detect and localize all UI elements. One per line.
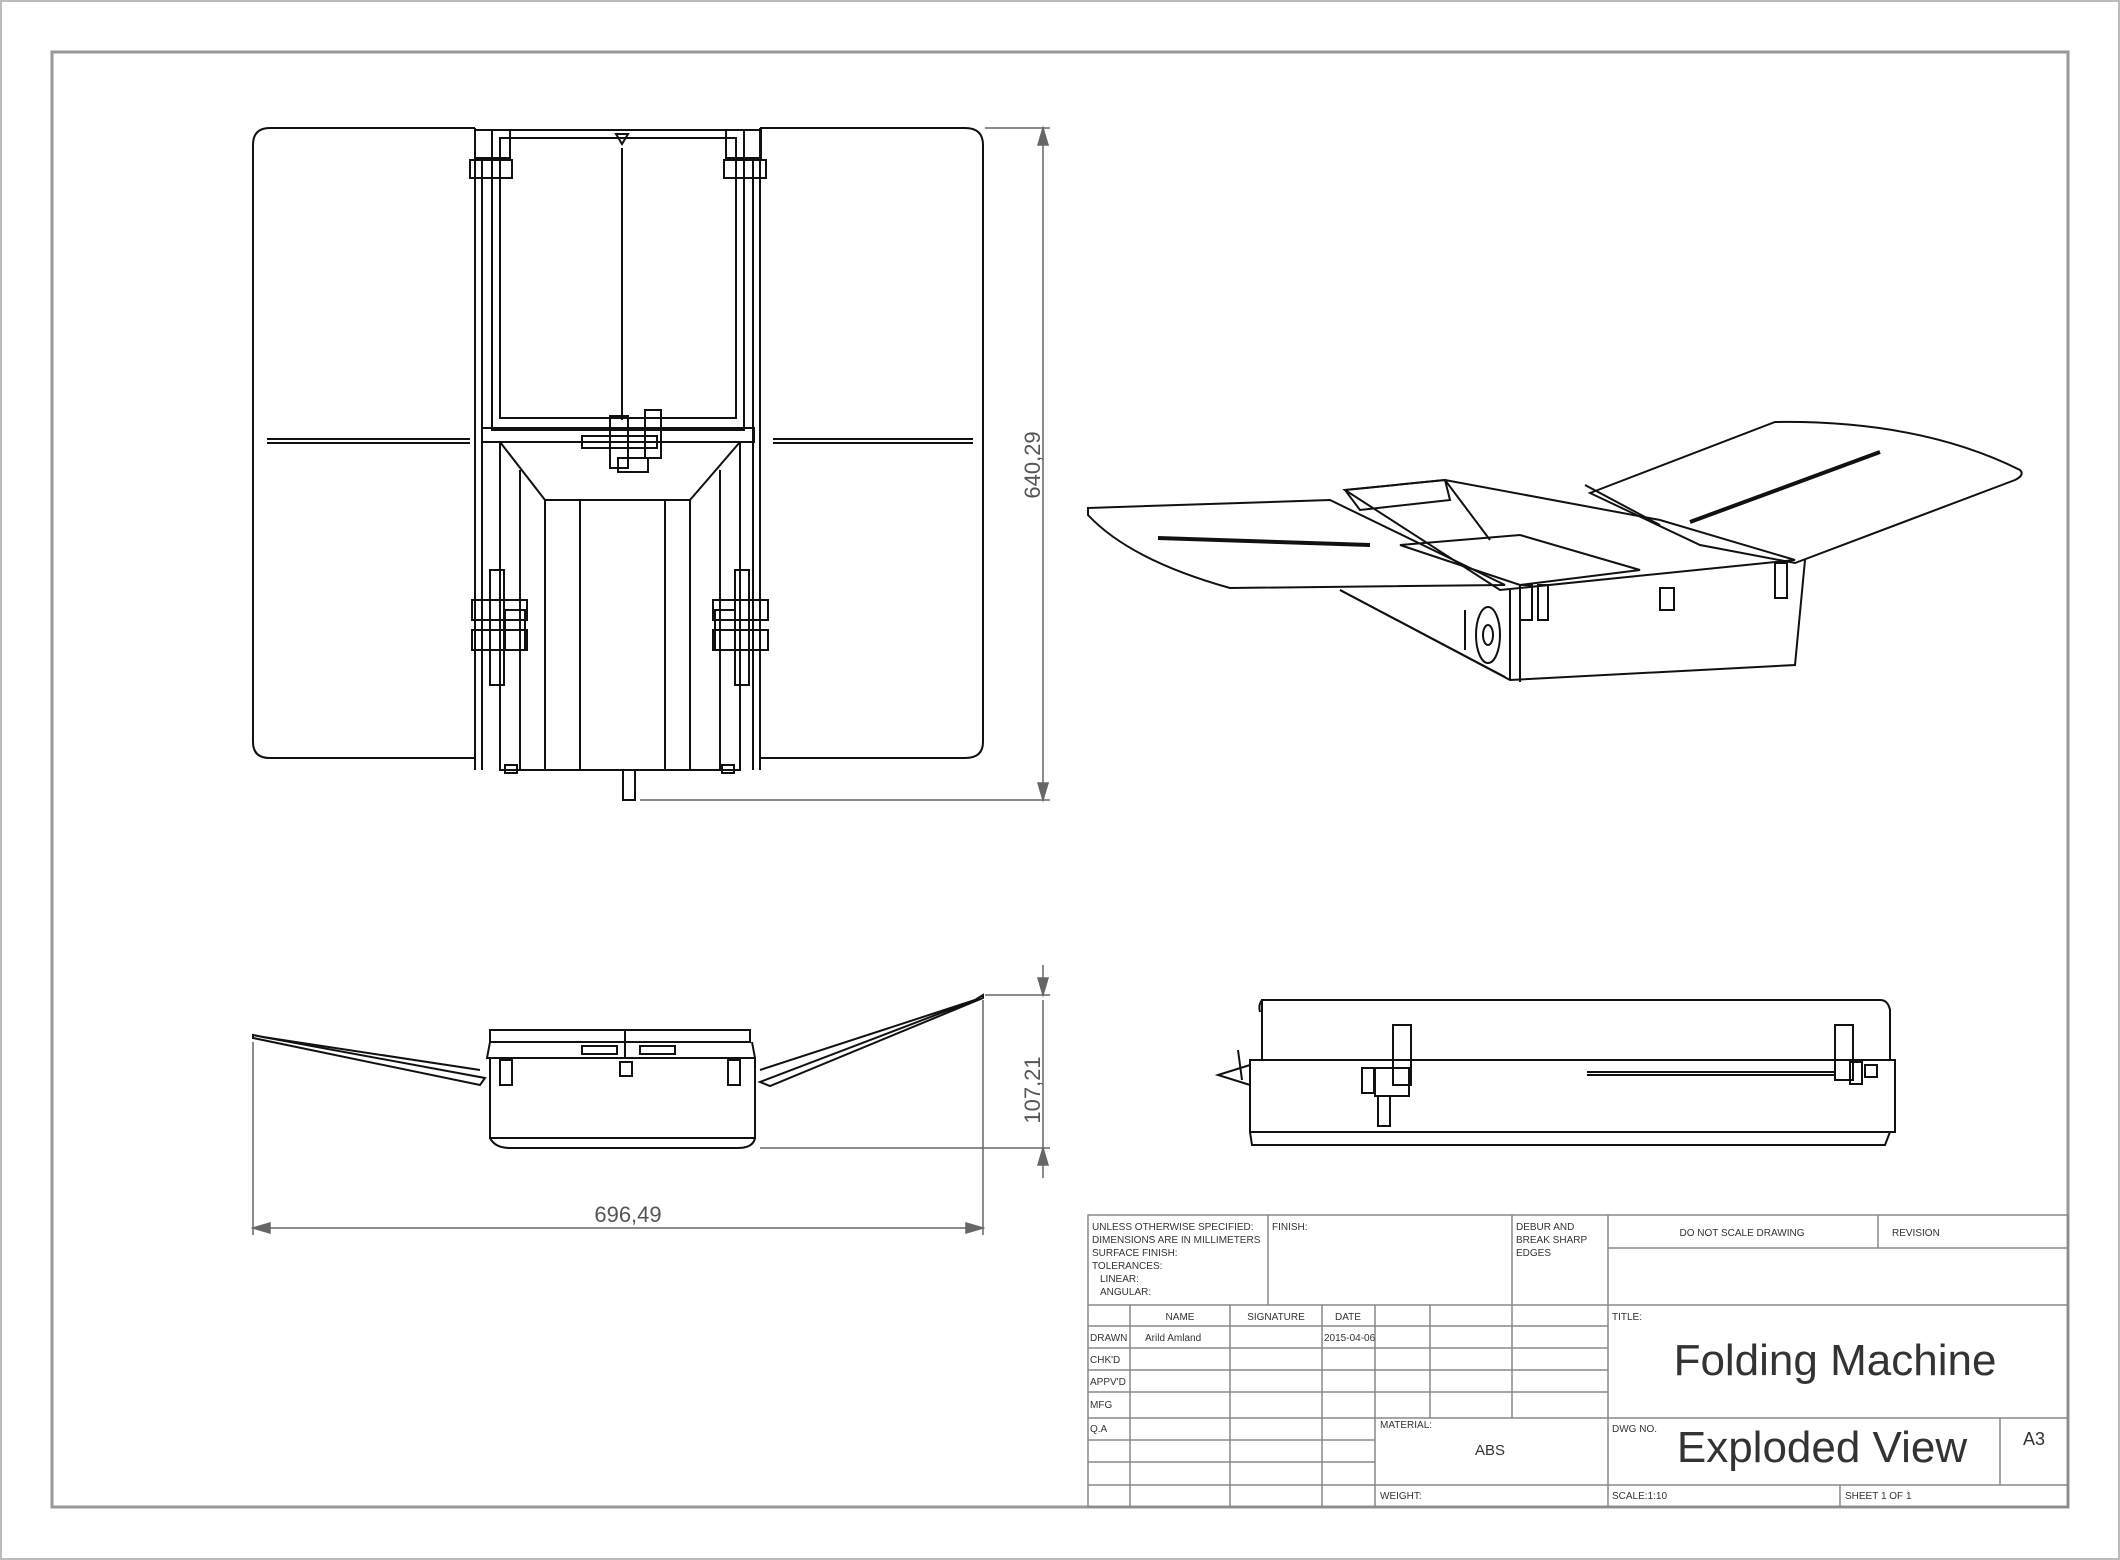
sheet-size: A3 xyxy=(2023,1429,2045,1449)
dim-height-side-label: 107,21 xyxy=(1020,1056,1045,1123)
deburr-note: DEBUR AND BREAK SHARP EDGES xyxy=(1516,1222,1590,1259)
dim-height-top-label: 640,29 xyxy=(1020,431,1045,498)
material-label: MATERIAL: xyxy=(1380,1420,1432,1431)
drawn-date: 2015-04-06 xyxy=(1324,1333,1376,1344)
dimension-height-top xyxy=(640,125,1050,803)
front-view xyxy=(252,993,984,1149)
sheet-number: SHEET 1 OF 1 xyxy=(1845,1491,1912,1502)
row-label-approved: APPV'D xyxy=(1090,1377,1126,1388)
title-label: TITLE: xyxy=(1612,1312,1642,1323)
scale-value: SCALE:1:10 xyxy=(1612,1491,1667,1502)
iso-left-flap xyxy=(1087,498,1506,590)
col-header-date: DATE xyxy=(1335,1312,1361,1323)
drawing-title: Folding Machine xyxy=(1674,1336,1997,1385)
isometric-view xyxy=(1087,420,2023,682)
dim-width-label: 696,49 xyxy=(594,1202,661,1227)
finish-label: FINISH: xyxy=(1272,1222,1308,1233)
row-label-mfg: MFG xyxy=(1090,1400,1112,1411)
row-label-qa: Q.A xyxy=(1090,1424,1108,1435)
title-block xyxy=(1087,1214,2069,1508)
top-view xyxy=(252,127,984,801)
top-view-right-flap xyxy=(760,127,984,759)
dimension-height-side xyxy=(760,965,1050,1178)
dwg-no-label: DWG NO. xyxy=(1612,1424,1657,1435)
drawing-border xyxy=(50,50,2070,1509)
top-view-left-flap xyxy=(252,127,475,759)
front-right-flap xyxy=(757,993,984,1088)
front-left-flap xyxy=(252,1033,487,1087)
do-not-scale-note: DO NOT SCALE DRAWING xyxy=(1679,1228,1804,1239)
side-view xyxy=(1214,999,1896,1146)
col-header-signature: SIGNATURE xyxy=(1247,1312,1305,1323)
general-notes: UNLESS OTHERWISE SPECIFIED: DIMENSIONS A… xyxy=(1092,1222,1263,1298)
iso-right-flap xyxy=(1587,420,2023,565)
dimension-width xyxy=(250,1000,986,1235)
col-header-name: NAME xyxy=(1166,1312,1195,1323)
drawn-by: Arild Amland xyxy=(1145,1333,1201,1344)
dwg-no-value: Exploded View xyxy=(1677,1423,1968,1472)
material-value: ABS xyxy=(1475,1442,1505,1459)
weight-label: WEIGHT: xyxy=(1380,1491,1422,1502)
revision-label: REVISION xyxy=(1892,1228,1940,1239)
row-label-drawn: DRAWN xyxy=(1090,1333,1127,1344)
row-label-checked: CHK'D xyxy=(1090,1355,1120,1366)
